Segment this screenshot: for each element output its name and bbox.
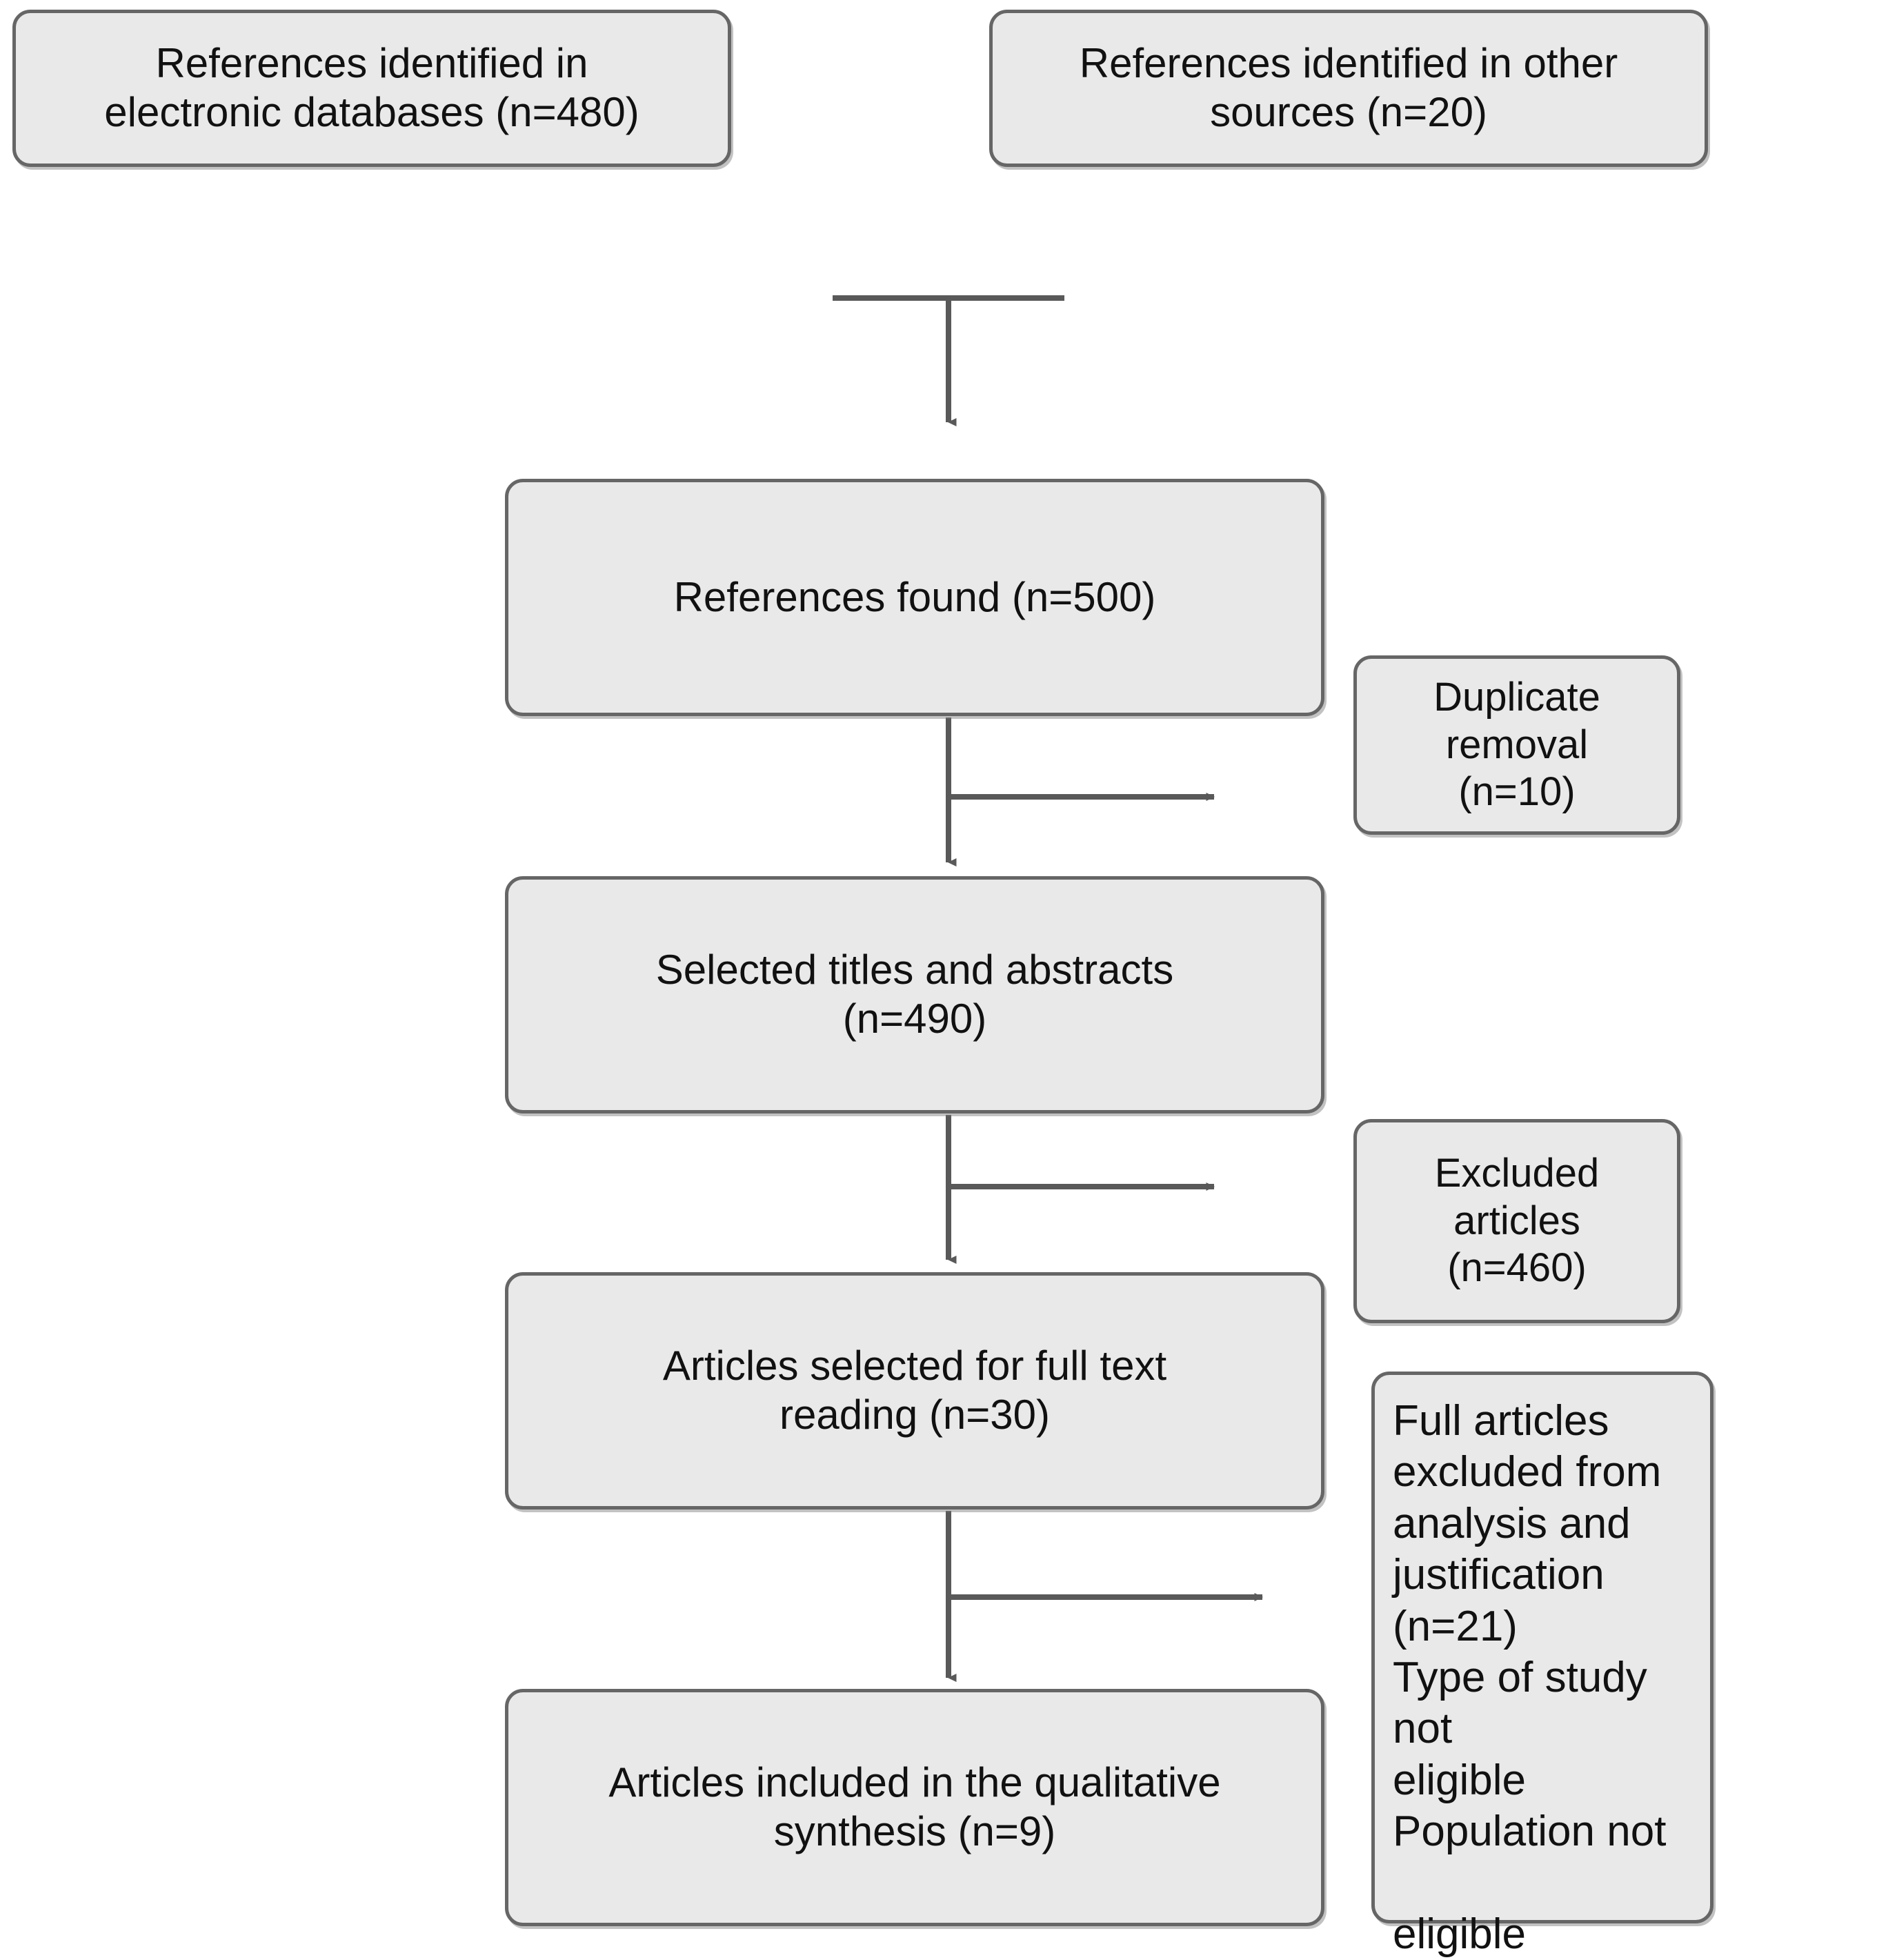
node-label: Excluded articles (n=460) bbox=[1434, 1151, 1600, 1291]
node-references-found: References found (n=500) bbox=[505, 479, 1324, 716]
node-label: References identified in other sources (… bbox=[1079, 40, 1618, 135]
node-label: References identified in electronic data… bbox=[104, 40, 639, 135]
node-articles-selected-full-text-reading: Articles selected for full text reading … bbox=[505, 1272, 1324, 1509]
node-references-identified-other-sources: References identified in other sources (… bbox=[989, 10, 1708, 167]
connector-merge-to-references-found bbox=[833, 295, 1064, 426]
node-label: Selected titles and abstracts (n=490) bbox=[655, 947, 1174, 1042]
node-label: References found (n=500) bbox=[673, 573, 1156, 620]
node-selected-titles-and-abstracts: Selected titles and abstracts (n=490) bbox=[505, 876, 1324, 1113]
node-label: Duplicate removal (n=10) bbox=[1433, 675, 1600, 815]
node-articles-included-qualitative-synthesis: Articles included in the qualitative syn… bbox=[505, 1689, 1324, 1926]
node-label: Articles selected for full text reading … bbox=[662, 1343, 1167, 1438]
node-excluded-articles: Excluded articles (n=460) bbox=[1353, 1119, 1680, 1323]
node-duplicate-removal: Duplicate removal (n=10) bbox=[1353, 655, 1680, 835]
node-full-articles-excluded: Full articles excluded from analysis and… bbox=[1371, 1372, 1714, 1958]
node-label: Full articles excluded from analysis and… bbox=[1393, 1397, 1667, 1958]
node-label: Articles included in the qualitative syn… bbox=[608, 1759, 1221, 1854]
node-references-identified-databases: References identified in electronic data… bbox=[12, 10, 731, 167]
